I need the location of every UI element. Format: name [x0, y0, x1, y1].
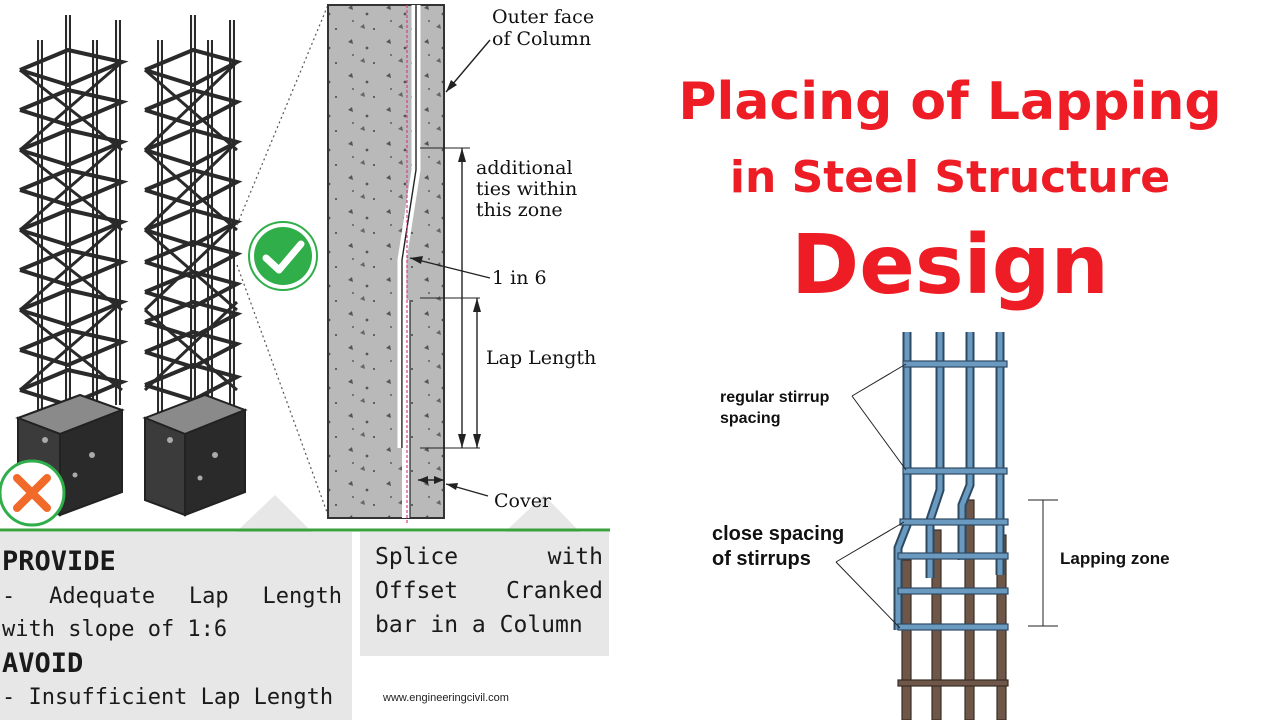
- avoid-heading: AVOID: [2, 648, 84, 679]
- label-lapping-zone: Lapping zone: [1060, 549, 1170, 568]
- label-additional-ties-line-1: additional: [476, 157, 573, 179]
- label-slope: 1 in 6: [492, 267, 547, 289]
- label-regular-stirrup: regular stirrup spacing: [720, 387, 829, 429]
- rebar-cage-wrong: [19, 15, 129, 420]
- label-regular-stirrup-line-1: regular stirrup: [720, 389, 830, 406]
- provide-line-2: with slope of 1:6: [2, 617, 228, 642]
- footing-correct: [142, 393, 248, 517]
- label-additional-ties: additional ties within this zone: [476, 158, 577, 221]
- provide-heading: PROVIDE: [2, 546, 116, 577]
- title-line-2: in Steel Structure: [729, 152, 1171, 203]
- check-icon: [248, 221, 318, 291]
- splice-line-2: Offset Cranked: [375, 578, 603, 604]
- label-outer-face-line-1: Outer face: [492, 6, 595, 28]
- zoom-lines: [236, 4, 329, 516]
- notes-panels: [0, 495, 610, 720]
- splice-line-3: bar in a Column: [375, 612, 583, 638]
- label-close-spacing-line-2: of stirrups: [712, 548, 811, 570]
- avoid-line-1: - Insufficient Lap Length: [2, 685, 334, 710]
- label-regular-stirrup-line-2: spacing: [720, 410, 781, 427]
- splice-line-1: Splice with: [375, 544, 603, 570]
- label-additional-ties-line-3: this zone: [476, 199, 563, 221]
- provide-line-1: - Adequate Lap Length: [2, 584, 342, 609]
- cross-icon: [0, 459, 66, 527]
- label-cover: Cover: [494, 490, 552, 512]
- column-section: [327, 4, 491, 525]
- title-line-3: Design: [791, 218, 1109, 313]
- label-lap-length: Lap Length: [486, 347, 597, 369]
- label-additional-ties-line-2: ties within: [476, 178, 578, 200]
- title-line-1: Placing of Lapping: [678, 72, 1222, 132]
- stirrup-diagram: [835, 332, 1058, 720]
- label-outer-face-line-2: of Column: [492, 28, 592, 50]
- rebar-cage-correct: [143, 15, 243, 420]
- label-close-spacing: close spacing of stirrups: [712, 522, 844, 572]
- label-close-spacing-line-1: close spacing: [712, 523, 845, 545]
- label-outer-face: Outer face of Column: [492, 6, 594, 50]
- watermark: www.engineeringcivil.com: [383, 692, 509, 704]
